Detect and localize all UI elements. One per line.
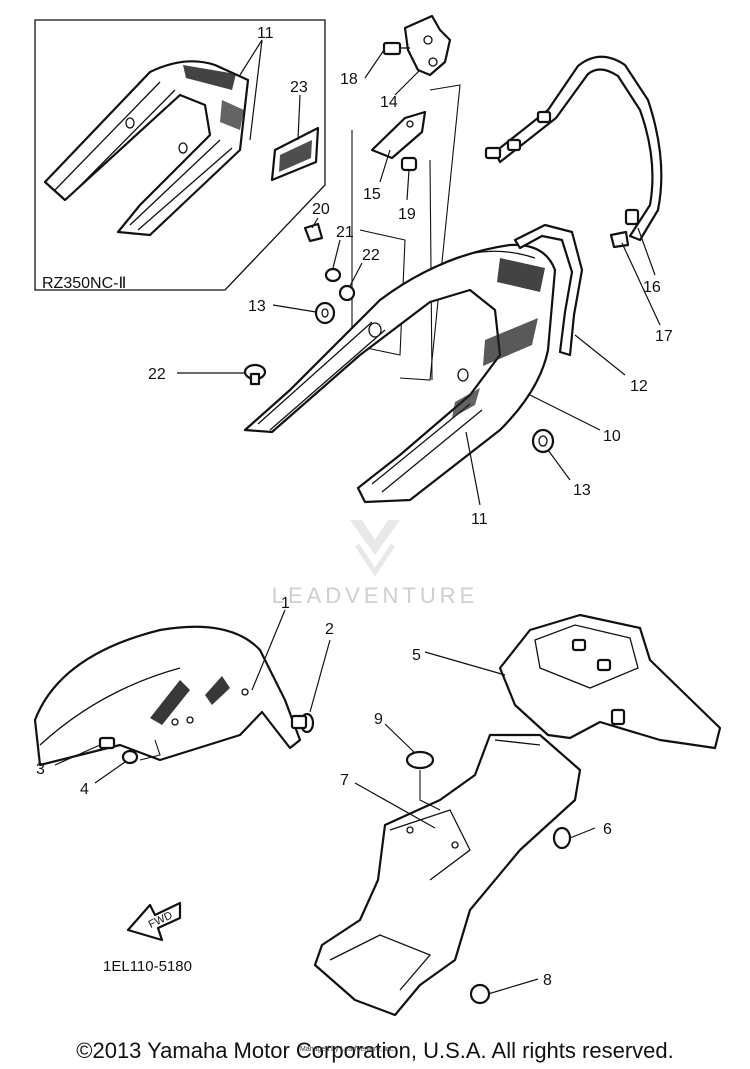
callout-11-main: 11	[471, 511, 488, 528]
callout-18-lower: 19	[398, 206, 416, 223]
callout-12: 12	[630, 378, 648, 395]
callout-21: 22	[362, 247, 380, 264]
stripe-12	[513, 223, 584, 357]
nut-21	[338, 284, 356, 302]
screw-22	[243, 363, 267, 386]
leader-lines	[54, 39, 661, 995]
rear-fender-5	[498, 613, 722, 750]
callout-7: 7	[340, 772, 349, 789]
bolt-3	[98, 736, 116, 750]
screw-15	[609, 230, 630, 249]
callout-2: 2	[325, 621, 334, 638]
callout-4: 4	[80, 781, 89, 798]
grommet-9	[405, 750, 435, 770]
bracket-17	[370, 110, 427, 160]
callout-22: 22	[148, 366, 166, 383]
bolt-6	[552, 826, 572, 850]
credit-notice: Managed by LeadVenture, Inc.	[300, 1046, 396, 1053]
rear-seat-cowl-11	[243, 243, 557, 504]
copyright-notice: ©2013 Yamaha Motor Corporation, U.S.A. A…	[76, 1038, 674, 1063]
bolt-8	[469, 983, 491, 1005]
callout-numbers: 11 23 18 14 15 19 20 21 22 13 22 16 17 1…	[36, 25, 673, 989]
callout-11-inset: 11	[257, 25, 274, 42]
callout-15: 17	[655, 328, 673, 345]
watermark-logo	[350, 520, 400, 577]
damper-13-left	[314, 301, 336, 325]
grab-bar-14	[484, 55, 663, 242]
callout-19: 20	[312, 201, 330, 218]
callout-5: 5	[412, 647, 421, 664]
callout-23: 23	[290, 79, 308, 96]
callout-13-left: 13	[248, 298, 266, 315]
bolt-18-lower	[400, 156, 418, 172]
rear-flap-7	[313, 733, 582, 1017]
washer-4	[121, 749, 139, 765]
inset-box: RZ350NC-Ⅱ	[34, 19, 326, 292]
callout-20: 21	[336, 224, 354, 241]
inset-seat-cowl	[43, 60, 250, 237]
callout-16: 14	[380, 94, 398, 111]
callout-10: 10	[603, 428, 621, 445]
damper-13-right	[531, 428, 555, 454]
callout-18-upper: 18	[340, 71, 358, 88]
watermark-text: LEADVENTURE	[272, 583, 479, 608]
bracket-16	[403, 14, 452, 77]
front-fender-1	[33, 625, 302, 767]
callout-17: 15	[363, 186, 381, 203]
callout-8: 8	[543, 972, 552, 989]
callout-13-right: 13	[573, 482, 591, 499]
callout-1: 1	[281, 595, 290, 612]
callout-3: 3	[36, 761, 45, 778]
inset-label: RZ350NC-Ⅱ	[42, 275, 126, 292]
bolt-2	[290, 712, 315, 734]
washer-20	[324, 267, 342, 283]
drawing-code: 1EL110-5180	[103, 958, 192, 975]
fwd-arrow-icon	[126, 901, 182, 942]
callout-14: 16	[643, 279, 661, 296]
inset-emblem	[270, 126, 320, 182]
callout-9: 9	[374, 711, 383, 728]
bolt-18-upper	[382, 41, 410, 56]
callout-6: 6	[603, 821, 612, 838]
